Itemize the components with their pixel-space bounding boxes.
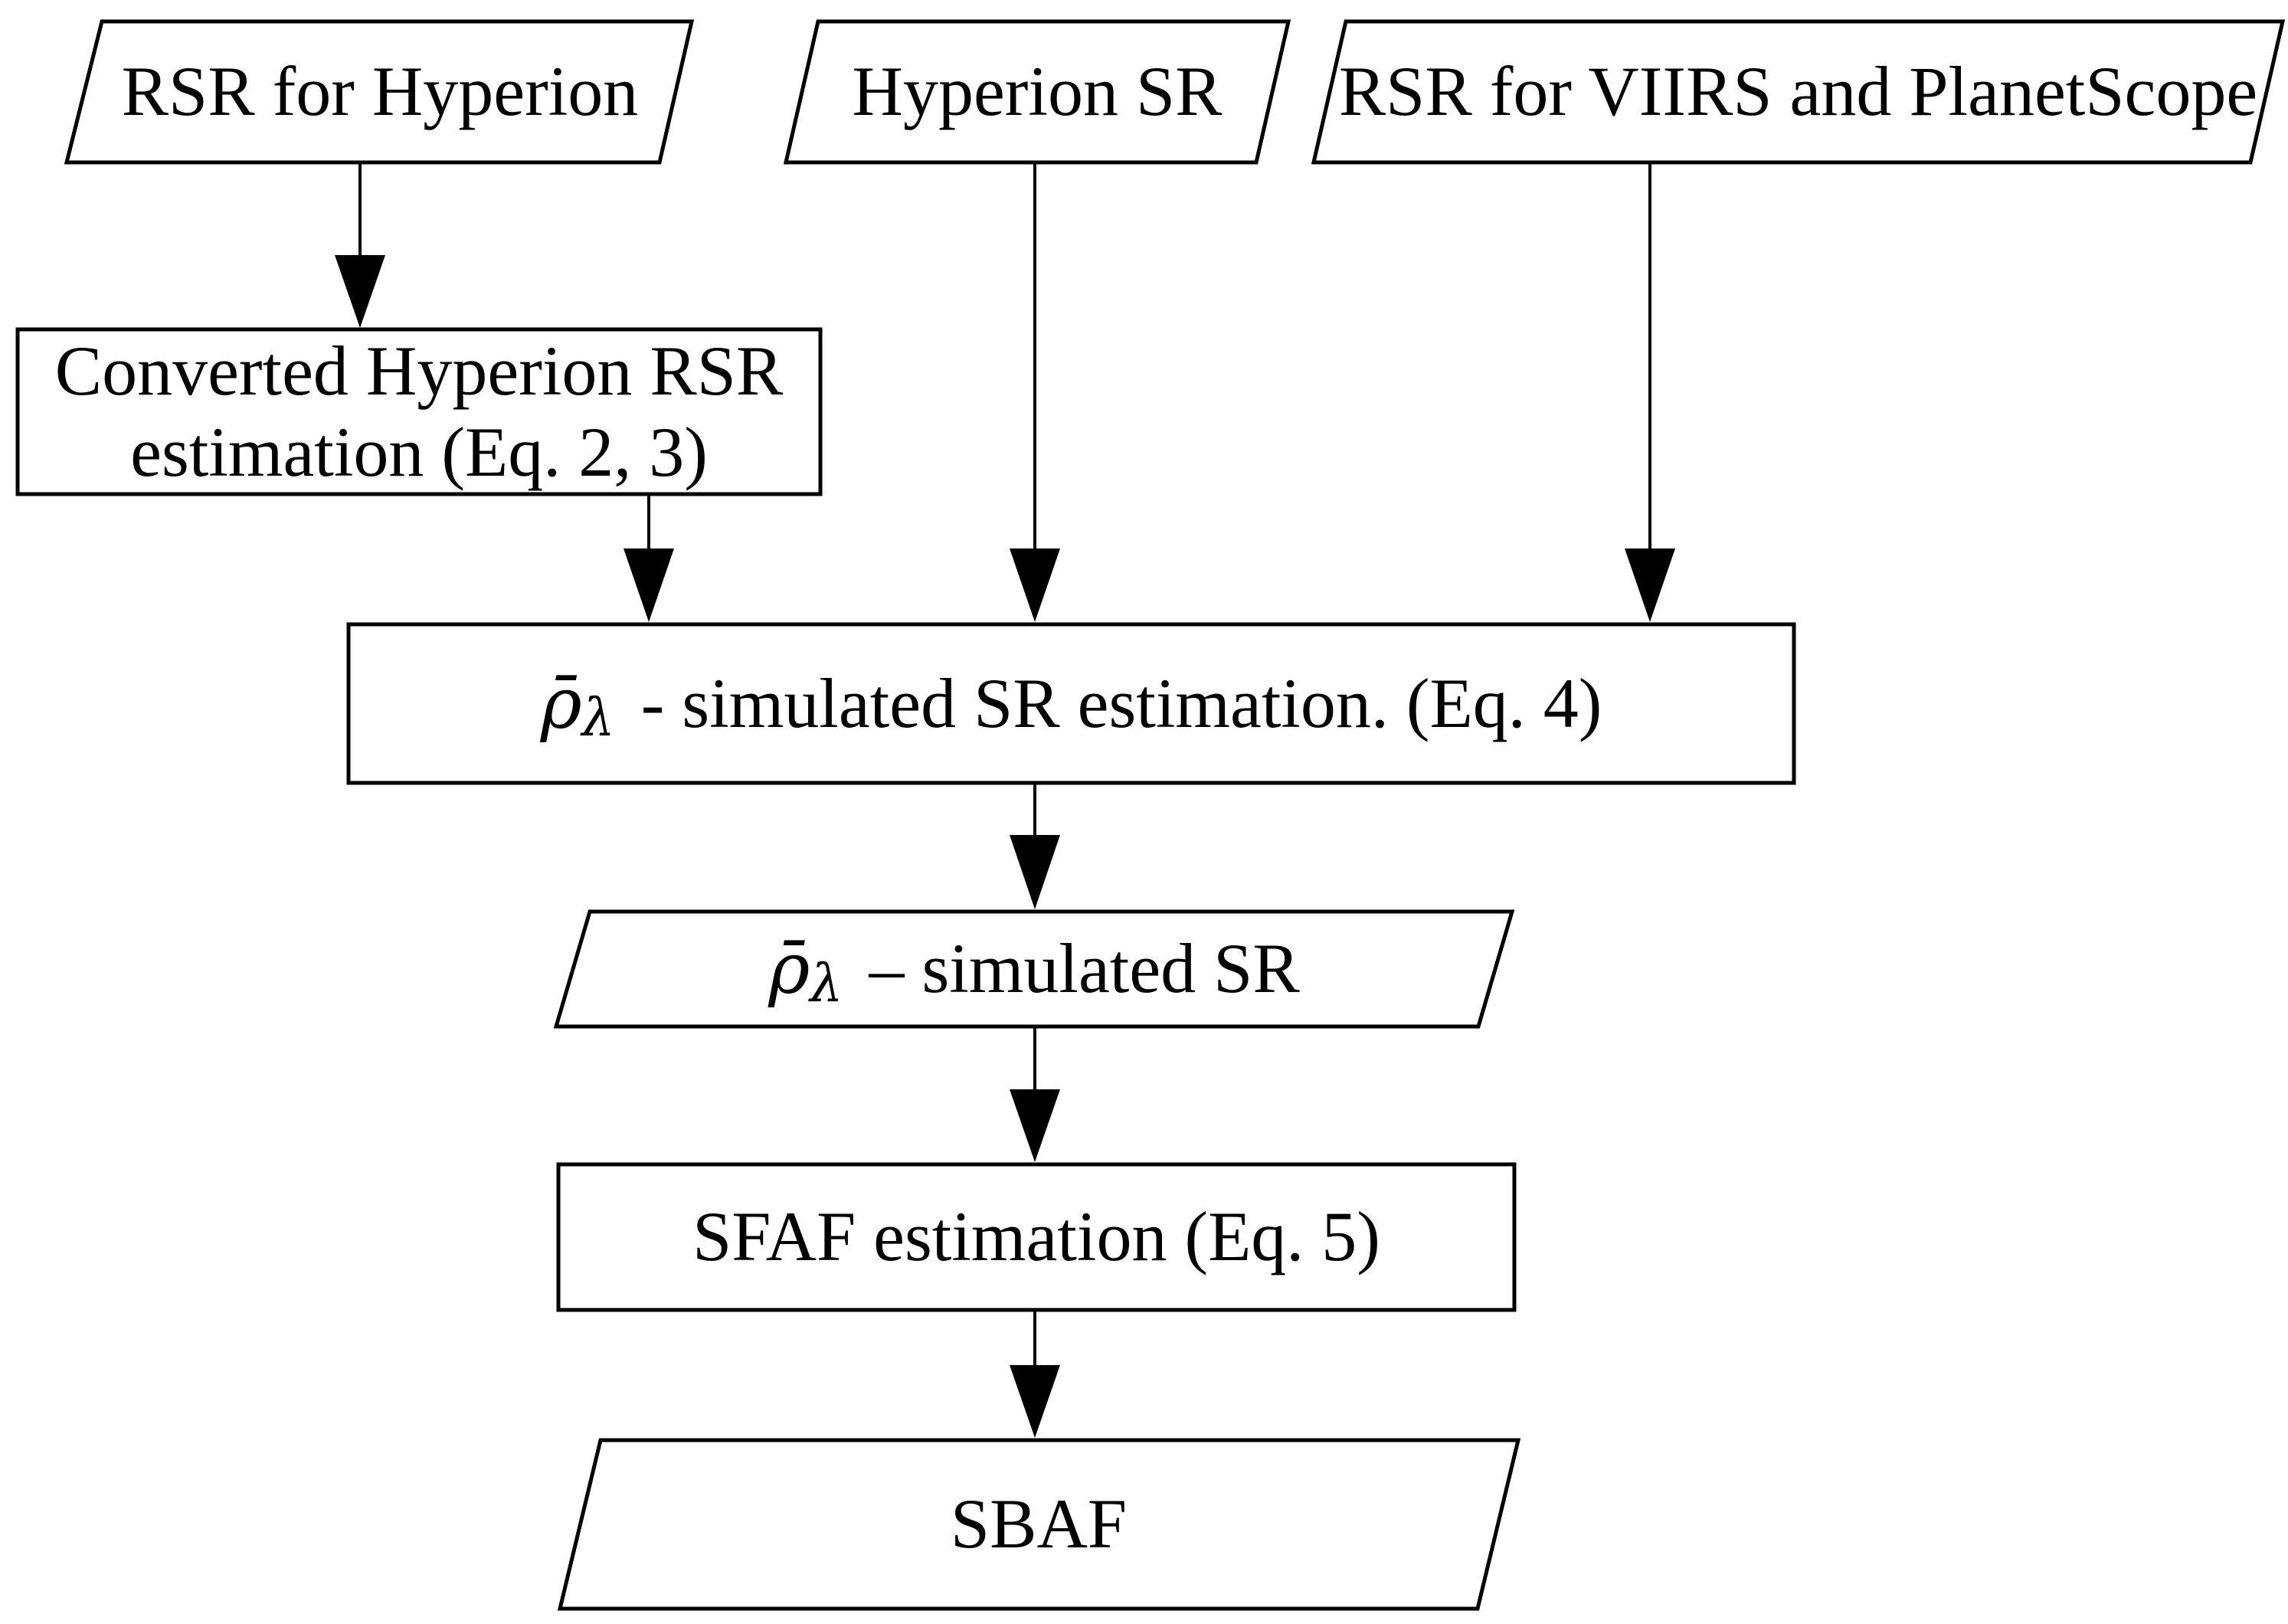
arrow-estimation-to-simulated-sr — [1010, 783, 1060, 909]
node-rsr-hyperion-label: RSR for Hyperion — [121, 52, 639, 131]
node-sfaf-estimation-label: SFAF estimation (Eq. 5) — [692, 1197, 1380, 1276]
node-rsr-hyperion-shape — [64, 19, 695, 165]
arrow-hyperion-sr-to-simulated-sr-estimation — [1010, 162, 1060, 622]
lambda-subscript: λ — [810, 953, 843, 1014]
arrow-converted-to-simulated-sr-estimation — [624, 494, 674, 622]
node-sfaf-estimation-shape — [556, 1162, 1517, 1312]
simulated-sr-estimation-text: - simulated SR estimation. (Eq. 4) — [640, 663, 1602, 742]
arrow-rsr-viirs-to-simulated-sr-estimation — [1625, 162, 1675, 622]
node-converted-hyperion-rsr-shape — [15, 327, 823, 496]
node-sbaf-shape — [557, 1438, 1521, 1611]
node-rsr-viirs-planetscope-shape — [1311, 19, 2286, 165]
rho-bar-symbol: ρ̄ — [768, 928, 810, 1010]
arrow-sfaf-to-sbaf — [1010, 1310, 1060, 1438]
node-simulated-sr-estimation-shape — [346, 622, 1796, 785]
node-simulated-sr-estimation-label: ρ̄ λ - simulated SR estimation. (Eq. 4) — [349, 624, 1794, 783]
arrow-simulated-sr-to-sfaf — [1010, 1026, 1060, 1162]
rho-bar-symbol: ρ̄ — [540, 662, 582, 745]
node-rsr-viirs-planetscope-label: RSR for VIIRS and PlanetScope — [1338, 52, 2258, 131]
node-simulated-sr-shape — [553, 909, 1515, 1029]
arrow-rsr-hyperion-to-converted — [335, 162, 385, 328]
node-converted-hyperion-rsr-label: Converted Hyperion RSR estimation (Eq. 2… — [18, 329, 820, 494]
node-hyperion-sr-label: Hyperion SR — [852, 52, 1223, 131]
converted-rsr-line1: Converted Hyperion RSR — [54, 331, 784, 410]
lambda-subscript: λ — [581, 688, 615, 749]
node-hyperion-sr-shape — [783, 19, 1291, 165]
node-sbaf-label: SBAF — [950, 1485, 1128, 1563]
converted-rsr-line2: estimation (Eq. 2, 3) — [130, 412, 708, 491]
simulated-sr-text: – simulated SR — [869, 929, 1300, 1008]
node-simulated-sr-label: ρ̄ λ – simulated SR — [573, 912, 1495, 1026]
